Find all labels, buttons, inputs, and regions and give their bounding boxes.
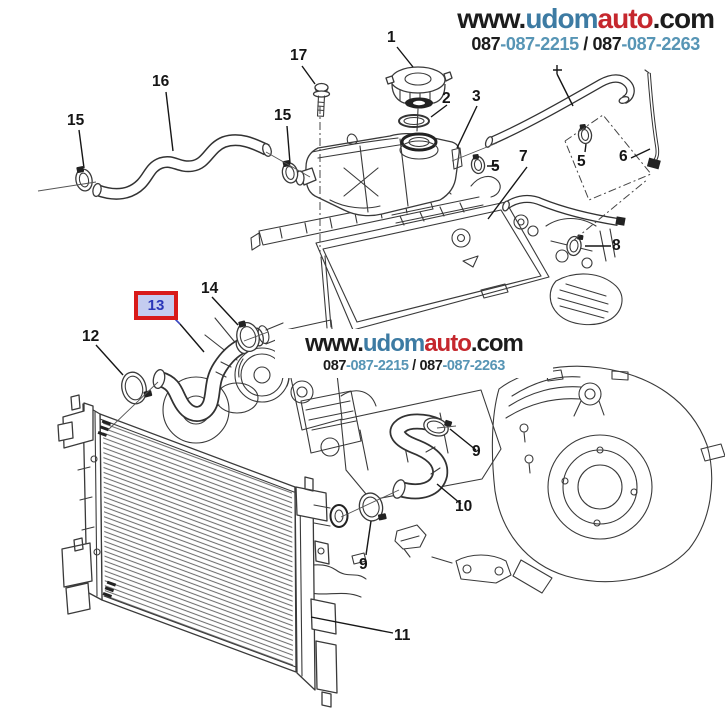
callout-6: 6 [619,148,628,165]
watermark-center: www.udomauto.com 087-087-2215 / 087-087-… [275,329,553,379]
heater-hose-16-drawing [92,134,272,200]
callout-13-highlighted[interactable]: 13 [134,291,178,320]
callout-11: 11 [394,627,411,644]
watermark-url: www.udomauto.com [457,3,715,34]
alignment-lines [37,106,652,518]
radiator-drawing [57,394,349,708]
callout-5a: 5 [491,158,500,175]
coolant-reservoir-drawing [295,132,463,217]
bolt-drawing [312,82,331,117]
callout-7: 7 [519,148,528,165]
upper-radiator-hose-13-drawing [152,337,249,422]
callout-14: 14 [201,280,219,297]
watermark-url: www.udomauto.com [305,330,524,357]
watermark-phone: 087-087-2215 / 087-087-2263 [323,357,505,374]
overflow-tube-6-drawing [644,69,661,170]
watermark-phone: 087-087-2215 / 087-087-2263 [471,34,700,55]
vent-hose-7-drawing [502,194,626,226]
callout-9a: 9 [472,443,481,460]
callout-4-clipped-stub [553,65,574,107]
hose-clamps-drawing [75,123,593,522]
callout-15a: 15 [67,112,85,129]
watermark-top-right: www.udomauto.com 087-087-2215 / 087-087-… [451,0,720,60]
seal-ring-drawing [398,114,430,128]
callout-9b: 9 [359,556,368,573]
callout-2: 2 [442,90,451,107]
callout-16: 16 [152,73,170,90]
callout-leader-lines [78,46,651,634]
callout-12: 12 [82,328,100,345]
callout-17: 17 [290,47,308,64]
callout-3: 3 [472,88,481,105]
callout-5b: 5 [577,153,586,170]
callout-15b: 15 [274,107,292,124]
callout-10: 10 [455,498,473,515]
reservoir-cap-drawing [385,66,453,132]
callout-8: 8 [612,237,621,254]
callout-1: 1 [387,29,396,46]
outlet-hose-4-drawing [484,74,635,148]
